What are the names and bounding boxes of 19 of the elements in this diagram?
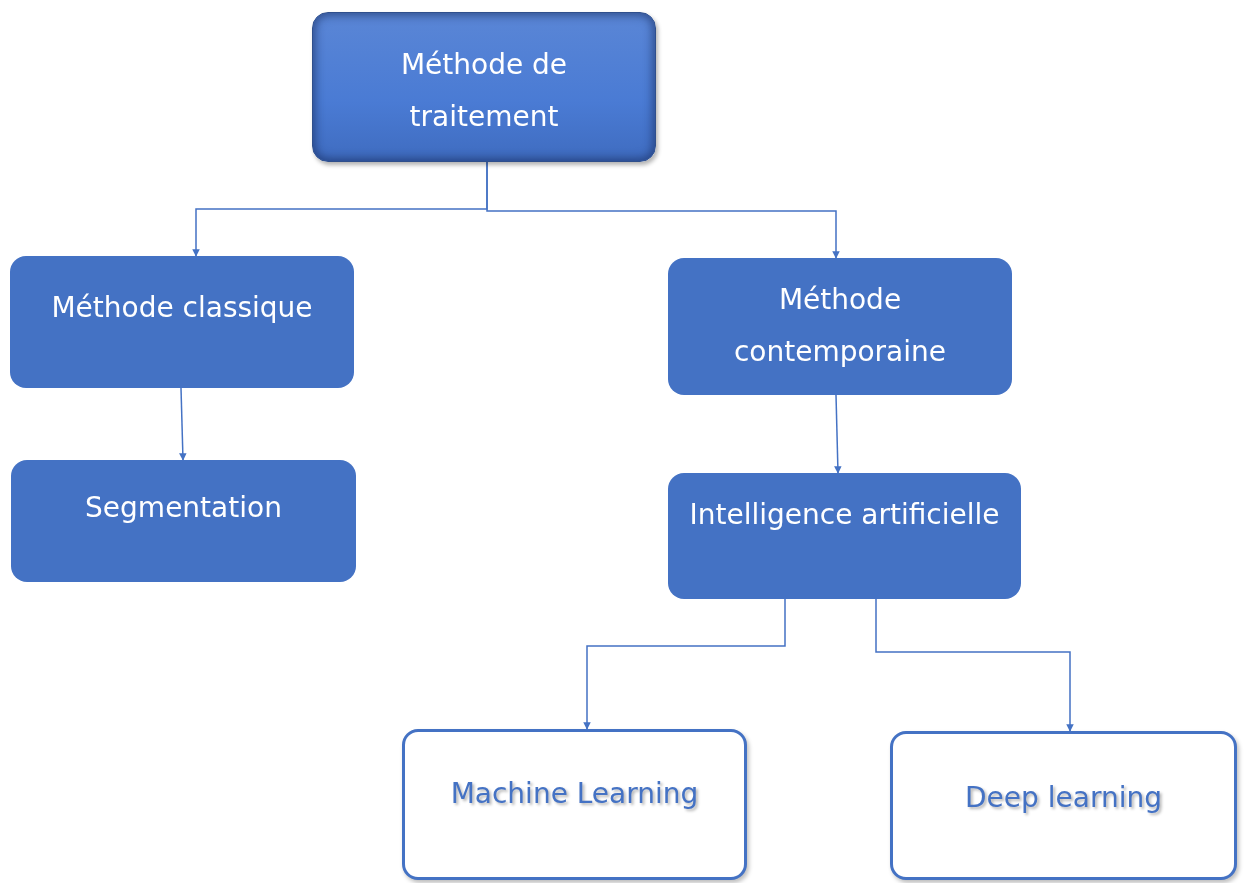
arrow <box>875 598 1074 732</box>
process-box <box>10 256 354 388</box>
arrow <box>486 161 840 259</box>
node-label: Méthode classique <box>50 290 314 326</box>
node-label: Méthode de traitement <box>399 47 569 135</box>
node-label: Méthode contemporaine <box>732 282 948 370</box>
node-label: Segmentation <box>84 490 283 526</box>
arrow <box>179 387 187 461</box>
process-box <box>668 473 1021 599</box>
process-box <box>11 460 356 582</box>
process-box <box>402 729 747 880</box>
node-label: Machine Learning <box>449 776 700 812</box>
node-label: Intelligence artificielle <box>688 497 1001 533</box>
arrow <box>583 598 786 730</box>
process-box <box>890 731 1237 880</box>
arrow <box>834 394 842 474</box>
process-box <box>312 12 656 162</box>
process-box <box>668 258 1012 395</box>
node-label: Deep learning <box>964 780 1163 816</box>
